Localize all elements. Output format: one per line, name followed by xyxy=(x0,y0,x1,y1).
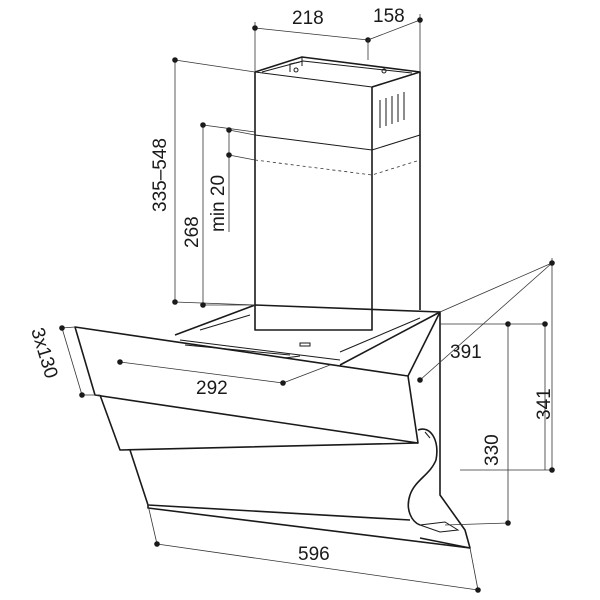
dim-overlap-min: min 20 xyxy=(208,127,255,232)
dim-hood-width: 596 xyxy=(148,505,481,593)
glass-panels xyxy=(75,312,470,548)
label-chimney-depth: 158 xyxy=(373,6,405,27)
label-lower-chimney-height: 268 xyxy=(182,216,203,248)
dim-chimney-height-range: 335–548 xyxy=(150,57,255,305)
label-hood-height-total: 341 xyxy=(534,388,555,420)
vent-slots xyxy=(380,92,404,128)
dim-inner-width: 292 xyxy=(117,359,330,399)
label-inner-width: 292 xyxy=(196,378,228,399)
label-hood-depth: 391 xyxy=(450,342,482,363)
chimney xyxy=(255,57,420,330)
dim-panel-count: 3x130 xyxy=(26,325,100,398)
label-chimney-width: 218 xyxy=(292,8,324,29)
dim-chimney-depth: 158 xyxy=(368,6,423,72)
glass-panel-1 xyxy=(75,327,418,443)
label-panel-count: 3x130 xyxy=(26,325,61,381)
label-hood-height-front: 330 xyxy=(482,434,503,466)
canopy-top xyxy=(175,305,440,365)
label-hood-width: 596 xyxy=(298,544,330,565)
label-overlap-min: min 20 xyxy=(208,175,229,232)
label-chimney-height-range: 335–548 xyxy=(150,138,171,212)
